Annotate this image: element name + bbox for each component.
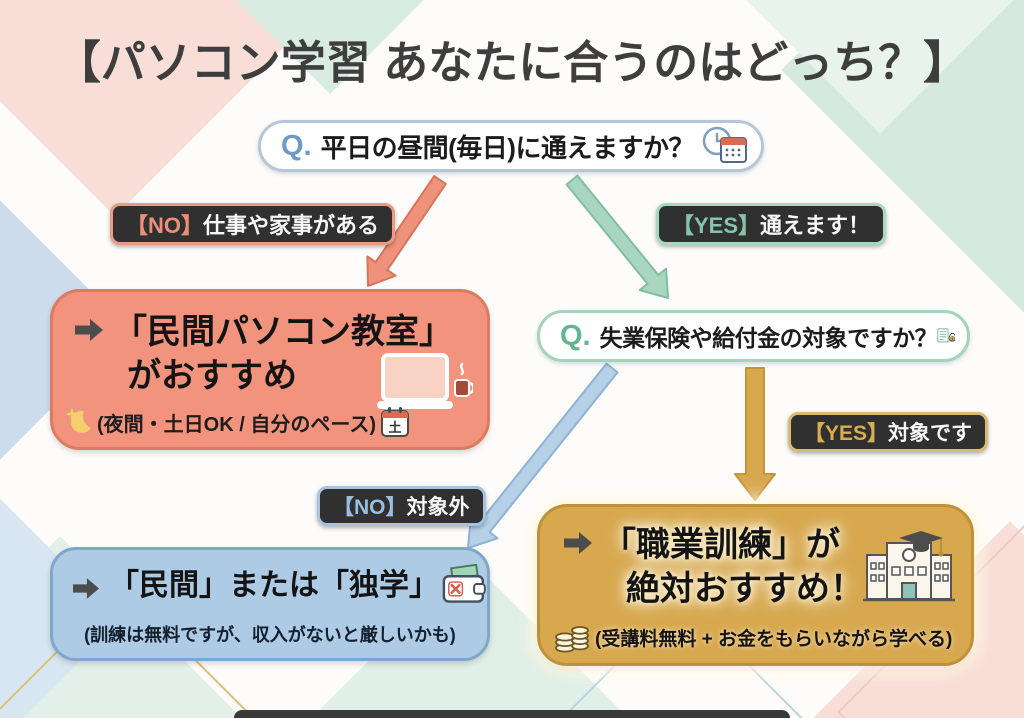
question-prefix: Q. (281, 129, 312, 162)
question-2-bubble: Q. 失業保険や給付金の対象ですか？ $ (537, 310, 970, 362)
wallet-icon (442, 564, 487, 603)
right-arrow-icon (564, 532, 592, 554)
result-self-note: (訓練は無料ですが、収入がないと厳しいかも) (84, 625, 456, 645)
document-money-icon: $ (937, 328, 955, 343)
moon-icon (66, 408, 91, 433)
yes-tag: 【YES】 (804, 422, 889, 445)
bottom-partial-badge (234, 710, 790, 718)
arrow-no-branch-1 (366, 175, 447, 287)
question-1-bubble: Q. 平日の昼間(毎日)に通えますか？ (258, 120, 764, 172)
result-private-title-line2: がおすすめ (127, 357, 297, 396)
svg-text:$: $ (952, 337, 954, 341)
saturday-character: 土 (388, 420, 401, 435)
label-no-1: 【NO】 仕事や家事がある (110, 203, 396, 245)
label-no-2: 【NO】 対象外 (317, 486, 486, 526)
result-self-study-box: 「民間」または「独学」 (訓練は無料ですが、収入がないと厳しいかも) (50, 547, 490, 661)
laptop-coffee-icon (377, 353, 473, 409)
result-private-note: (夜間・土日OK / 自分のペース) (97, 413, 376, 436)
right-arrow-icon (75, 319, 103, 341)
yes-tag: 【YES】 (672, 213, 761, 238)
right-arrow-icon (73, 578, 99, 599)
no-tag: 【NO】 (333, 496, 407, 519)
clock-calendar-icon (702, 126, 747, 163)
question-1-text: 平日の昼間(毎日)に通えますか？ (320, 132, 695, 163)
result-training-title-line2: 絶対おすすめ！ (626, 570, 864, 609)
question-prefix: Q. (560, 319, 591, 352)
label-yes-2: 【YES】 対象です (788, 412, 989, 452)
no-tag: 【NO】 (126, 213, 204, 238)
school-building-icon (863, 531, 955, 602)
result-self-title: 「民間」または「独学」 (109, 568, 439, 602)
result-private-school-box: 「民間パソコン教室」 がおすすめ (夜間・土日OK / 自分のペース) 土 (50, 289, 490, 450)
result-private-title-line1: 「民間パソコン教室」 (113, 313, 453, 351)
page-title: 【パソコン学習 あなたに合うのはどっち？】 (55, 37, 969, 88)
coins-icon (555, 626, 589, 653)
question-2-text: 失業保険や給付金の対象ですか？ (599, 325, 938, 351)
result-training-title-line1: 「職業訓練」が (602, 526, 840, 564)
calendar-saturday-icon: 土 (381, 407, 409, 437)
label-yes-1: 【YES】 通えます！ (656, 203, 887, 245)
arrow-yes-branch-1 (565, 174, 669, 299)
result-training-note: (受講料無料 + お金をもらいながら学べる) (595, 628, 953, 650)
arrow-yes-branch-2 (734, 367, 776, 501)
result-vocational-training-box: 「職業訓練」が 絶対おすすめ！ (537, 504, 974, 666)
